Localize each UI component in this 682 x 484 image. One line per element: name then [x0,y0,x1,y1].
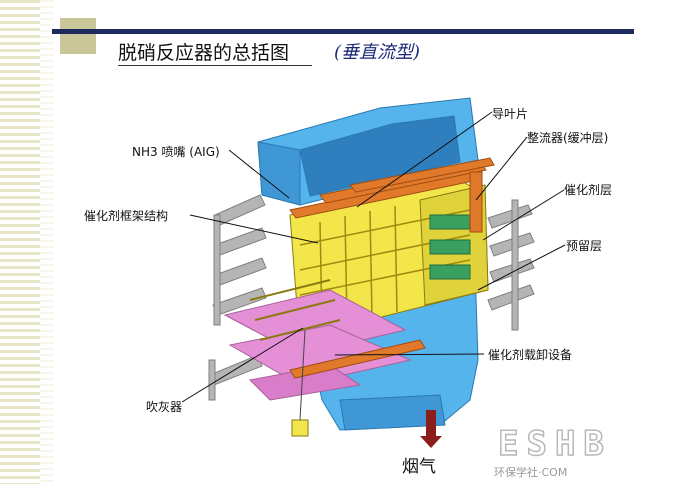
label-catalyst-frame: 催化剂框架结构 [84,209,169,223]
label-reserved-layer: 预留层 [566,239,603,253]
slide-title: 脱硝反应器的总括图 [118,42,290,64]
watermark-caption: 环保学社·COM [494,466,568,479]
label-guide-vane: 导叶片 [492,107,529,121]
inlet-duct [257,97,479,206]
hoist-box [291,329,309,437]
label-loading-equipment: 催化剂载卸设备 [488,348,573,362]
catalyst-loading-beam [289,339,426,379]
label-rectifier: 整流器(缓冲层) [527,131,609,145]
left-stripe-decoration [0,0,40,484]
watermark-logo-text: ESHB [497,423,612,465]
right-access-rails [487,199,535,331]
guide-vanes [289,157,495,233]
title-underline [118,65,312,66]
callout-lines [181,111,566,403]
label-catalyst-layer: 催化剂层 [564,183,613,197]
catalyst-modules [429,214,471,280]
flue-gas-arrow [420,410,442,448]
label-soot-blower: 吹灰器 [146,400,183,414]
soot-blower-platforms [223,289,412,401]
title-rule [52,29,634,34]
slide-subtitle: (垂直流型) [334,42,421,63]
label-nh3-nozzle: NH3 喷嘴 (AIG) [132,145,220,159]
corner-block [60,18,96,54]
label-flue-gas: 烟气 [402,457,436,477]
left-stripe-decoration-light [40,0,54,484]
site-watermark: ESHB 环保学社·COM [492,423,672,480]
